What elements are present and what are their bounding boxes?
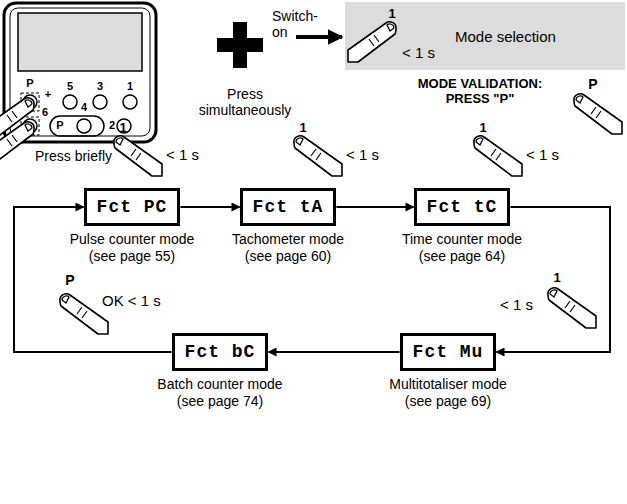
button-label: + (45, 88, 51, 100)
key-number: 1 (553, 270, 560, 285)
button-label: 6 (42, 106, 48, 118)
finger (574, 94, 622, 134)
key-number: 1 (299, 120, 306, 135)
button-label: P (56, 119, 63, 131)
switch-arrow (296, 35, 342, 39)
duration-note: < 1 s (526, 146, 559, 163)
node-text: Mode selection (455, 28, 556, 45)
duration-note: OK < 1 s (102, 292, 161, 309)
mode-caption: Multitotaliser mode (see page 69) (378, 376, 518, 410)
flow-arrow (336, 206, 413, 208)
duration-note: < 1 s (526, 146, 559, 163)
instruction-text: Switch- on (272, 8, 330, 40)
key-number: 1 (119, 120, 126, 135)
mode-caption: Tachometer mode (see page 60) (218, 231, 358, 265)
button-label: 3 (97, 80, 103, 92)
button-label: 4 (81, 101, 87, 113)
finger (474, 136, 522, 176)
button-label: P (26, 77, 33, 89)
finger (294, 136, 342, 176)
flow-arrow (496, 207, 610, 352)
button-label: 3 (97, 80, 103, 92)
instruction-text: Press simultaneously (193, 86, 297, 118)
finger (548, 288, 596, 328)
duration-note: < 1 s (500, 296, 533, 313)
duration-note: < 1 s (166, 146, 199, 163)
finger (114, 136, 162, 176)
finger (348, 22, 396, 62)
button-label: 6 (42, 106, 48, 118)
key-number: 1 (553, 270, 560, 285)
display-box: Fct tCTime counter mode (see page 64) (414, 188, 511, 226)
instruction-text: MODE VALIDATION: PRESS "P" (418, 76, 542, 106)
plus-symbol (217, 22, 263, 68)
duration-note: < 1 s (346, 146, 379, 163)
key-number: 1 (479, 120, 486, 135)
device-display (18, 13, 142, 71)
button (77, 119, 91, 133)
device-bezel (10, 8, 150, 136)
device-front (0, 3, 156, 162)
button-label: P (56, 119, 63, 131)
instruction-text: Press briefly (35, 148, 112, 164)
mode-caption: Time counter mode (see page 64) (392, 231, 532, 265)
node-text: Fct Mu (413, 342, 484, 362)
duration-note: < 1 s (402, 44, 435, 61)
button-label: 5 (67, 80, 73, 92)
key-letter: P (588, 76, 597, 92)
key-letter: P (65, 272, 74, 288)
key-number: 1 (479, 120, 486, 135)
button (93, 95, 107, 109)
button-label: 5 (67, 80, 73, 92)
node-text: Fct bC (185, 342, 256, 362)
key-letter: P (65, 272, 74, 288)
finger (0, 122, 34, 162)
display-box: Fct PCPulse counter mode (see page 55) (84, 188, 181, 226)
button-label: P (26, 77, 33, 89)
button-oval (50, 116, 104, 136)
button-label: 4 (81, 101, 87, 113)
node-text: Fct tC (427, 197, 498, 217)
duration-note: < 1 s (346, 146, 379, 163)
flow-arrow (14, 207, 172, 352)
instruction-text: Switch- on (272, 8, 318, 40)
duration-note: OK < 1 s (102, 292, 161, 309)
display-box: Fct bCBatch counter mode (see page 74) (172, 333, 269, 371)
key-number: 1 (388, 6, 395, 21)
finger (60, 294, 108, 334)
instruction-text: Press briefly (35, 148, 112, 164)
button-label: + (45, 88, 51, 100)
key-number: 1 (388, 6, 395, 21)
mode-selection-panel: Mode selection (345, 2, 625, 70)
duration-note: < 1 s (166, 146, 199, 163)
key-number: 1 (119, 120, 126, 135)
button-label: 2 (109, 119, 115, 131)
button (123, 95, 137, 109)
duration-note: < 1 s (500, 296, 533, 313)
button-label: 1 (127, 80, 133, 92)
mode-caption: Pulse counter mode (see page 55) (62, 231, 202, 265)
instruction-text: Press simultaneously (199, 86, 292, 118)
node-text: Fct tA (253, 197, 324, 217)
mode-caption: Batch counter mode (see page 74) (150, 376, 290, 410)
flow-arrow (180, 206, 239, 208)
node-text: Fct PC (97, 197, 168, 217)
button-label: 2 (109, 119, 115, 131)
display-box: Fct MuMultitotaliser mode (see page 69) (400, 333, 497, 371)
button (63, 95, 77, 109)
key-number: 1 (299, 120, 306, 135)
button-label: 1 (127, 80, 133, 92)
key-letter: P (588, 76, 597, 92)
flow-arrow (268, 351, 399, 353)
duration-note: < 1 s (402, 44, 435, 61)
display-box: Fct tATachometer mode (see page 60) (240, 188, 337, 226)
instruction-text: MODE VALIDATION: PRESS "P" (405, 76, 555, 106)
